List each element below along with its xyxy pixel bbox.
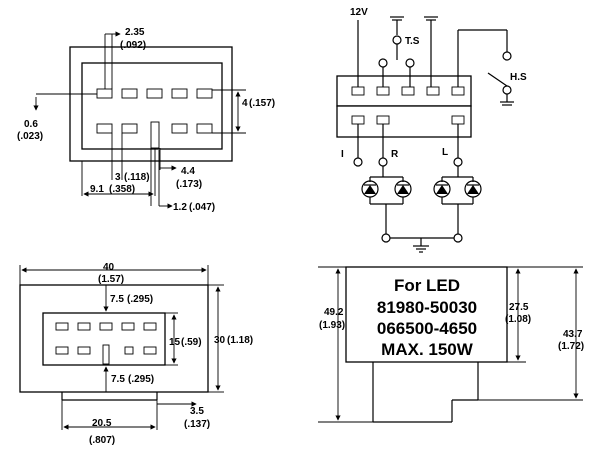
dim-pin-height-inch: (.137) (184, 419, 210, 430)
dim-bottom-margin: 7.5 (111, 374, 125, 385)
dim-row-spacing: 4 (242, 98, 248, 109)
led-pair-left (433, 166, 482, 234)
dim-key-pin-width-inch: (.173) (176, 179, 202, 190)
dim-cavity-height-inch: (.59) (181, 337, 202, 348)
dim-key-pin-thickness-inch: (.047) (189, 202, 215, 213)
label-12v: 12V (350, 7, 368, 18)
dim-pin-thickness: 0.6 (24, 119, 38, 130)
wiring-schematic: 12V T.S H.S I R L (336, 7, 527, 253)
dim-total-height: 49.2 (324, 307, 344, 318)
upper-pin-row (96, 88, 213, 99)
label-input: I (341, 149, 344, 160)
label-line-2: 81980-50030 (377, 298, 477, 317)
dim-row-spacing-inch: (.157) (249, 98, 275, 109)
dim-plate-height: 27.5 (509, 302, 529, 313)
relay-bottom-block (336, 105, 472, 138)
dim-base-width: 20.5 (92, 418, 112, 429)
dim-pin-width-inch: (.092) (120, 40, 146, 51)
label-right: R (391, 149, 399, 160)
label-hazard-switch: H.S (510, 72, 527, 83)
label-turn-switch: T.S (405, 36, 420, 47)
label-plate (345, 266, 508, 363)
dim-offset: 9.1 (90, 184, 104, 195)
dim-pin-thickness-inch: (.023) (17, 131, 43, 142)
dim-base-width-inch: (.807) (89, 435, 115, 446)
dim-body-width: 40 (103, 262, 115, 273)
led-pair-right (361, 166, 412, 234)
connector-cavity (42, 312, 166, 366)
dim-pin-width: 2.35 (125, 27, 145, 38)
dim-pin-height: 3.5 (190, 406, 204, 417)
label-line-4: MAX. 150W (381, 340, 474, 359)
dim-cavity-height: 15 (169, 337, 181, 348)
dim-pin-pitch-inch: (.118) (124, 172, 150, 183)
dim-bottom-margin-inch: (.295) (128, 374, 154, 385)
label-line-3: 066500-4650 (377, 319, 477, 338)
dim-body-height-side-inch: (1.72) (558, 341, 584, 352)
label-side-view: For LED 81980-50030 066500-4650 MAX. 150… (318, 266, 584, 423)
dim-total-height-inch: (1.93) (319, 320, 345, 331)
dim-body-height-side: 43.7 (563, 329, 583, 340)
outline-top-view: 40 (1.57) 7.5 (.295) 15 (.59) 30 (1.18) … (19, 262, 253, 446)
relay-top-block (336, 75, 472, 107)
dim-body-height-inch: (1.18) (227, 335, 253, 346)
dim-pin-pitch: 3 (115, 172, 121, 183)
dim-top-margin-inch: (.295) (127, 294, 153, 305)
dim-plate-height-inch: (1.08) (505, 314, 531, 325)
dim-offset-inch: (.358) (109, 184, 135, 195)
dim-body-height: 30 (214, 335, 226, 346)
label-line-1: For LED (394, 276, 460, 295)
connector-inner-box (81, 62, 223, 150)
label-left: L (442, 147, 448, 158)
dim-body-width-inch: (1.57) (98, 274, 124, 285)
dim-key-pin-thickness: 1.2 (173, 202, 187, 213)
dim-top-margin: 7.5 (110, 294, 124, 305)
dim-key-pin-width: 4.4 (181, 166, 195, 177)
connector-top-view: 2.35 (.092) 0.6 (.023) 4 (.157) 3 (.118)… (17, 27, 275, 213)
